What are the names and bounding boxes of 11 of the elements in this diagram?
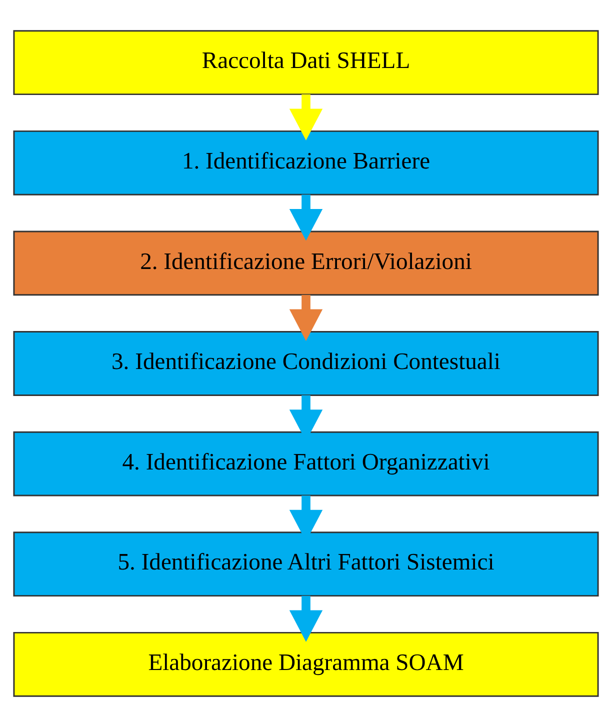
node-box: 4. Identificazione Fattori Organizzativi [13, 430, 599, 496]
arrow [289, 94, 323, 140]
node-box: 1. Identificazione Barriere [13, 130, 599, 195]
arrow [289, 294, 323, 340]
node-box: Raccolta Dati SHELL [13, 30, 599, 95]
node-box: 5. Identificazione Altri Fattori Sistemici [13, 531, 599, 596]
node-box: 3. Identificazione Condizioni Contestuali [13, 330, 599, 396]
arrow [289, 595, 323, 642]
node-box: 2. Identificazione Errori/Violazioni [13, 230, 599, 296]
arrow [289, 194, 323, 240]
node-box: Elaborazione Diagramma SOAM [13, 631, 599, 696]
